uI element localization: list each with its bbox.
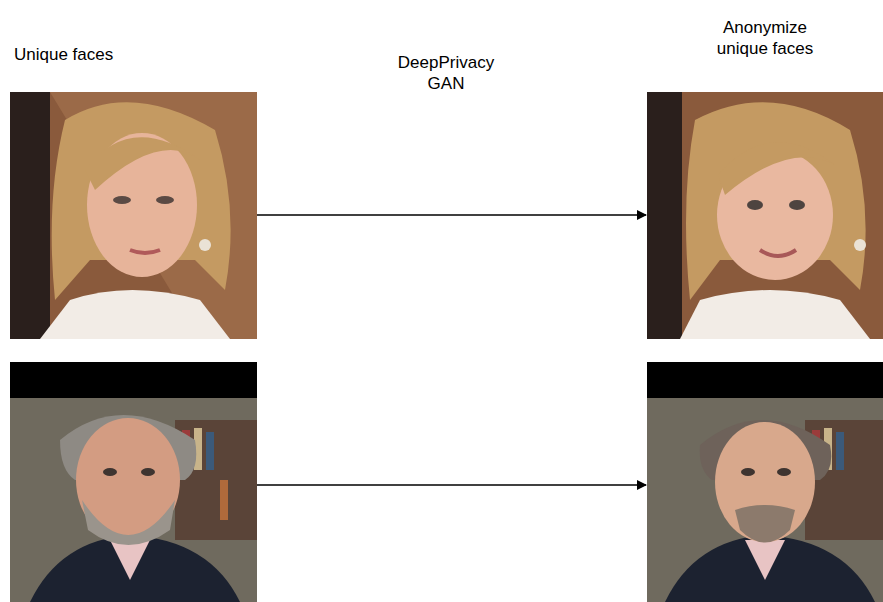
face-photo [10, 362, 257, 602]
arrow [257, 214, 646, 216]
face-photo [647, 92, 883, 339]
column-heading: Anonymize unique faces [704, 17, 826, 59]
face-photo [10, 92, 257, 339]
column-heading: Unique faces [14, 44, 184, 65]
method-label: DeepPrivacy GAN [390, 52, 502, 94]
face-photo [647, 362, 883, 602]
arrow [257, 484, 646, 486]
